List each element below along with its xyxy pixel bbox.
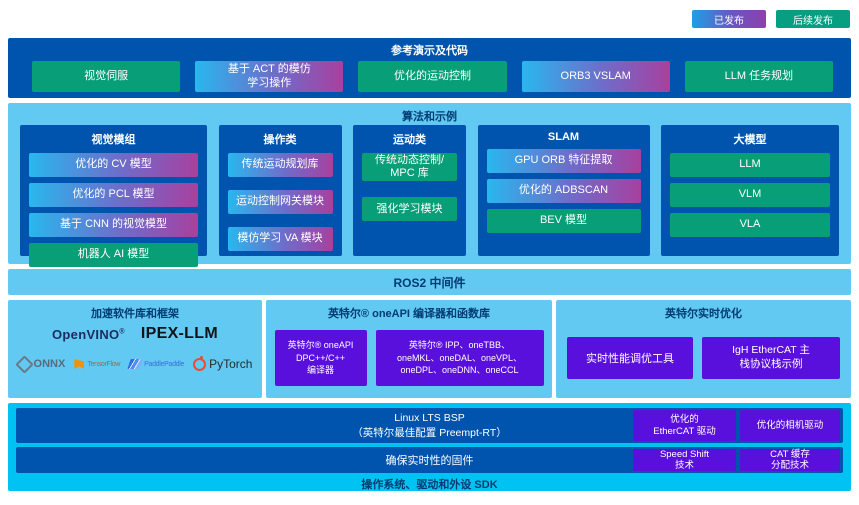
algo-column-motion: 运动类 传统动态控制/ MPC 库 强化学习模块 [353,125,466,256]
firmware-label: 确保实时性的固件 [385,455,474,467]
column-items: 传统动态控制/ MPC 库 强化学习模块 [362,153,457,222]
algo-item: LLM [670,153,830,177]
algo-item: 运动控制网关模块 [227,190,333,214]
section-title: 英特尔实时优化 [665,308,742,320]
section-accel-libraries: 加速软件库和框架 OpenVINO® IPEX-LLM ONNX TensorF… [8,300,262,398]
demo-item: 优化的运动控制 [358,61,507,92]
algo-column-manipulation: 操作类 传统运动规划库 运动控制网关模块 模仿学习 VA 模块 [218,125,342,256]
pytorch-logo: PyTorch [193,355,252,371]
section-title: 参考演示及代码 [391,45,468,57]
column-header: 操作类 [263,134,297,146]
algo-item: 机器人 AI 模型 [29,243,198,267]
algo-item: 优化的 ADBSCAN [486,179,641,203]
realtime-boxes: 实时性能调优工具 IgH EtherCAT 主 栈协议栈示例 [556,330,851,379]
algo-column-large-models: 大模型 LLM VLM VLA [661,125,839,256]
algo-item: 优化的 CV 模型 [29,153,198,177]
algo-item: 强化学习模块 [362,197,457,222]
algo-item: GPU ORB 特征提取 [486,149,641,173]
platform-footer-label: 操作系统、驱动和外设 SDK [361,479,498,491]
algo-columns: 视觉模组 优化的 CV 模型 优化的 PCL 模型 基于 CNN 的视觉模型 机… [20,125,839,267]
column-items: 传统运动规划库 运动控制网关模块 模仿学习 VA 模块 [227,153,333,251]
legend: 已发布 后续发布 [692,10,850,28]
algo-item: BEV 模型 [486,209,641,233]
algo-column-slam: SLAM GPU ORB 特征提取 优化的 ADBSCAN BEV 模型 [477,125,650,256]
onnx-logo: ONNX [14,354,65,374]
logo-row-2: ONNX TensorFlow PaddlePaddle PyTorch [8,354,262,374]
column-header: 大模型 [733,134,767,146]
cat-cache-box: CAT 缓存 分配技术 [740,449,840,471]
pytorch-flame-icon [193,355,207,371]
legend-badge-upcoming: 后续发布 [776,10,850,28]
algo-column-vision: 视觉模组 优化的 CV 模型 优化的 PCL 模型 基于 CNN 的视觉模型 机… [20,125,207,267]
oneapi-compiler-box: 英特尔® oneAPI DPC++/C++ 编译器 [274,330,367,386]
section-reference-demos: 参考演示及代码 视觉伺服 基于 ACT 的模仿 学习操作 优化的运动控制 ORB… [8,38,851,98]
section-title: 加速软件库和框架 [91,308,179,320]
section-title: 算法和示例 [402,111,457,123]
algo-item: 传统动态控制/ MPC 库 [362,153,457,182]
linux-bsp-bar: Linux LTS BSP （英特尔最佳配置 Preempt-RT） 优化的 E… [16,408,843,443]
rt-tuning-tool-box: 实时性能调优工具 [567,337,693,379]
algo-item: VLM [670,183,830,207]
demo-item: LLM 任务规划 [684,61,834,92]
algo-item: VLA [670,213,830,237]
oneapi-libraries-box: 英特尔® IPP、oneTBB、 oneMKL、oneDAL、oneVPL、 o… [375,330,544,386]
linux-bsp-label: Linux LTS BSP （英特尔最佳配置 Preempt-RT） [352,412,507,439]
tensorflow-logo: TensorFlow [74,359,120,369]
section-algorithms: 算法和示例 视觉模组 优化的 CV 模型 优化的 PCL 模型 基于 CNN 的… [8,103,851,267]
igh-ethercat-box: IgH EtherCAT 主 栈协议栈示例 [702,337,840,379]
algo-item: 优化的 PCL 模型 [29,183,198,207]
ipex-llm-logo: IPEX-LLM [140,325,218,342]
onnx-icon [14,354,34,374]
section-oneapi: 英特尔® oneAPI 编译器和函数库 英特尔® oneAPI DPC++/C+… [266,300,552,398]
algo-item: 模仿学习 VA 模块 [227,227,333,251]
column-header: 运动类 [393,134,426,146]
demo-row: 视觉伺服 基于 ACT 的模仿 学习操作 优化的运动控制 ORB3 VSLAM … [32,61,834,92]
openvino-logo: OpenVINO® [52,326,125,342]
algo-item: 传统运动规划库 [227,153,333,177]
bsp-driver-boxes: 优化的 EtherCAT 驱动 优化的相机驱动 [633,410,840,441]
column-header: SLAM [547,131,580,143]
column-items: GPU ORB 特征提取 优化的 ADBSCAN BEV 模型 [486,149,641,233]
speed-shift-box: Speed Shift 技术 [633,449,736,471]
section-platform: Linux LTS BSP （英特尔最佳配置 Preempt-RT） 优化的 E… [8,403,851,491]
column-items: LLM VLM VLA [670,153,830,237]
column-items: 优化的 CV 模型 优化的 PCL 模型 基于 CNN 的视觉模型 机器人 AI… [29,153,198,267]
demo-item: ORB3 VSLAM [521,61,670,92]
camera-driver-box: 优化的相机驱动 [740,410,840,441]
tensorflow-icon [74,359,85,369]
ethercat-driver-box: 优化的 EtherCAT 驱动 [633,410,736,441]
paddlepaddle-logo: PaddlePaddle [127,359,184,369]
section-title: 英特尔® oneAPI 编译器和函数库 [327,308,491,320]
section-realtime-optimization: 英特尔实时优化 实时性能调优工具 IgH EtherCAT 主 栈协议栈示例 [556,300,851,398]
firmware-bar: 确保实时性的固件 Speed Shift 技术 CAT 缓存 分配技术 [16,447,843,473]
ros2-label: ROS2 中间件 [393,275,466,290]
legend-badge-released: 已发布 [692,10,766,28]
oneapi-boxes: 英特尔® oneAPI DPC++/C++ 编译器 英特尔® IPP、oneTB… [266,330,552,386]
demo-item: 基于 ACT 的模仿 学习操作 [195,61,344,92]
column-header: 视觉模组 [91,134,136,146]
logo-row-1: OpenVINO® IPEX-LLM [8,325,262,343]
paddlepaddle-icon [127,359,143,369]
firmware-tech-boxes: Speed Shift 技术 CAT 缓存 分配技术 [633,449,840,471]
ros2-middleware-bar: ROS2 中间件 [8,269,851,295]
demo-item: 视觉伺服 [32,61,181,92]
algo-item: 基于 CNN 的视觉模型 [29,213,198,237]
